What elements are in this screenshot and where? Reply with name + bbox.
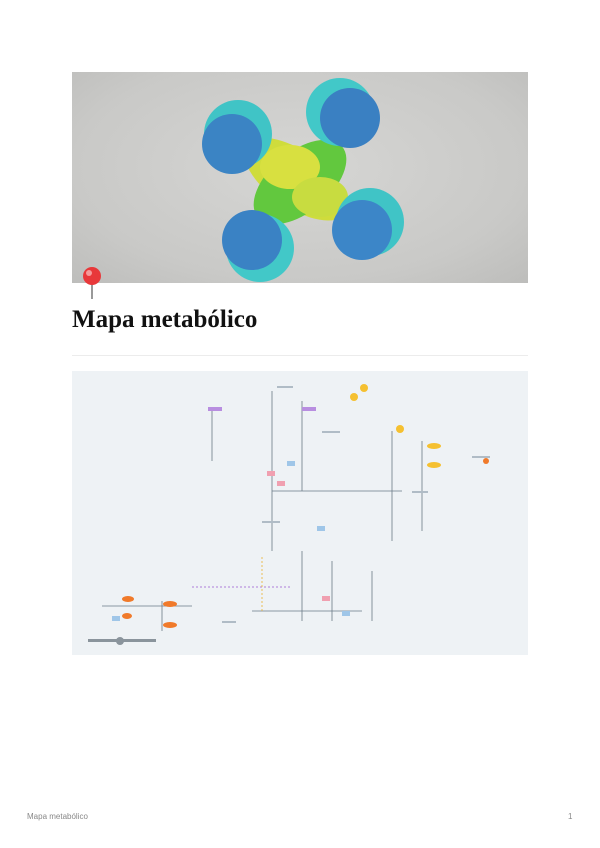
round-pushpin-icon (83, 267, 101, 299)
metabolic-map-image (72, 371, 528, 655)
metabolic-pathway-diagram (88, 384, 490, 645)
protein-structure-image (202, 78, 404, 282)
page-title: Mapa metabólico (72, 306, 258, 333)
divider (72, 355, 528, 356)
cover-image (72, 72, 528, 283)
footer-page-number: 1 (568, 812, 573, 821)
footer-title: Mapa metabólico (27, 812, 88, 821)
